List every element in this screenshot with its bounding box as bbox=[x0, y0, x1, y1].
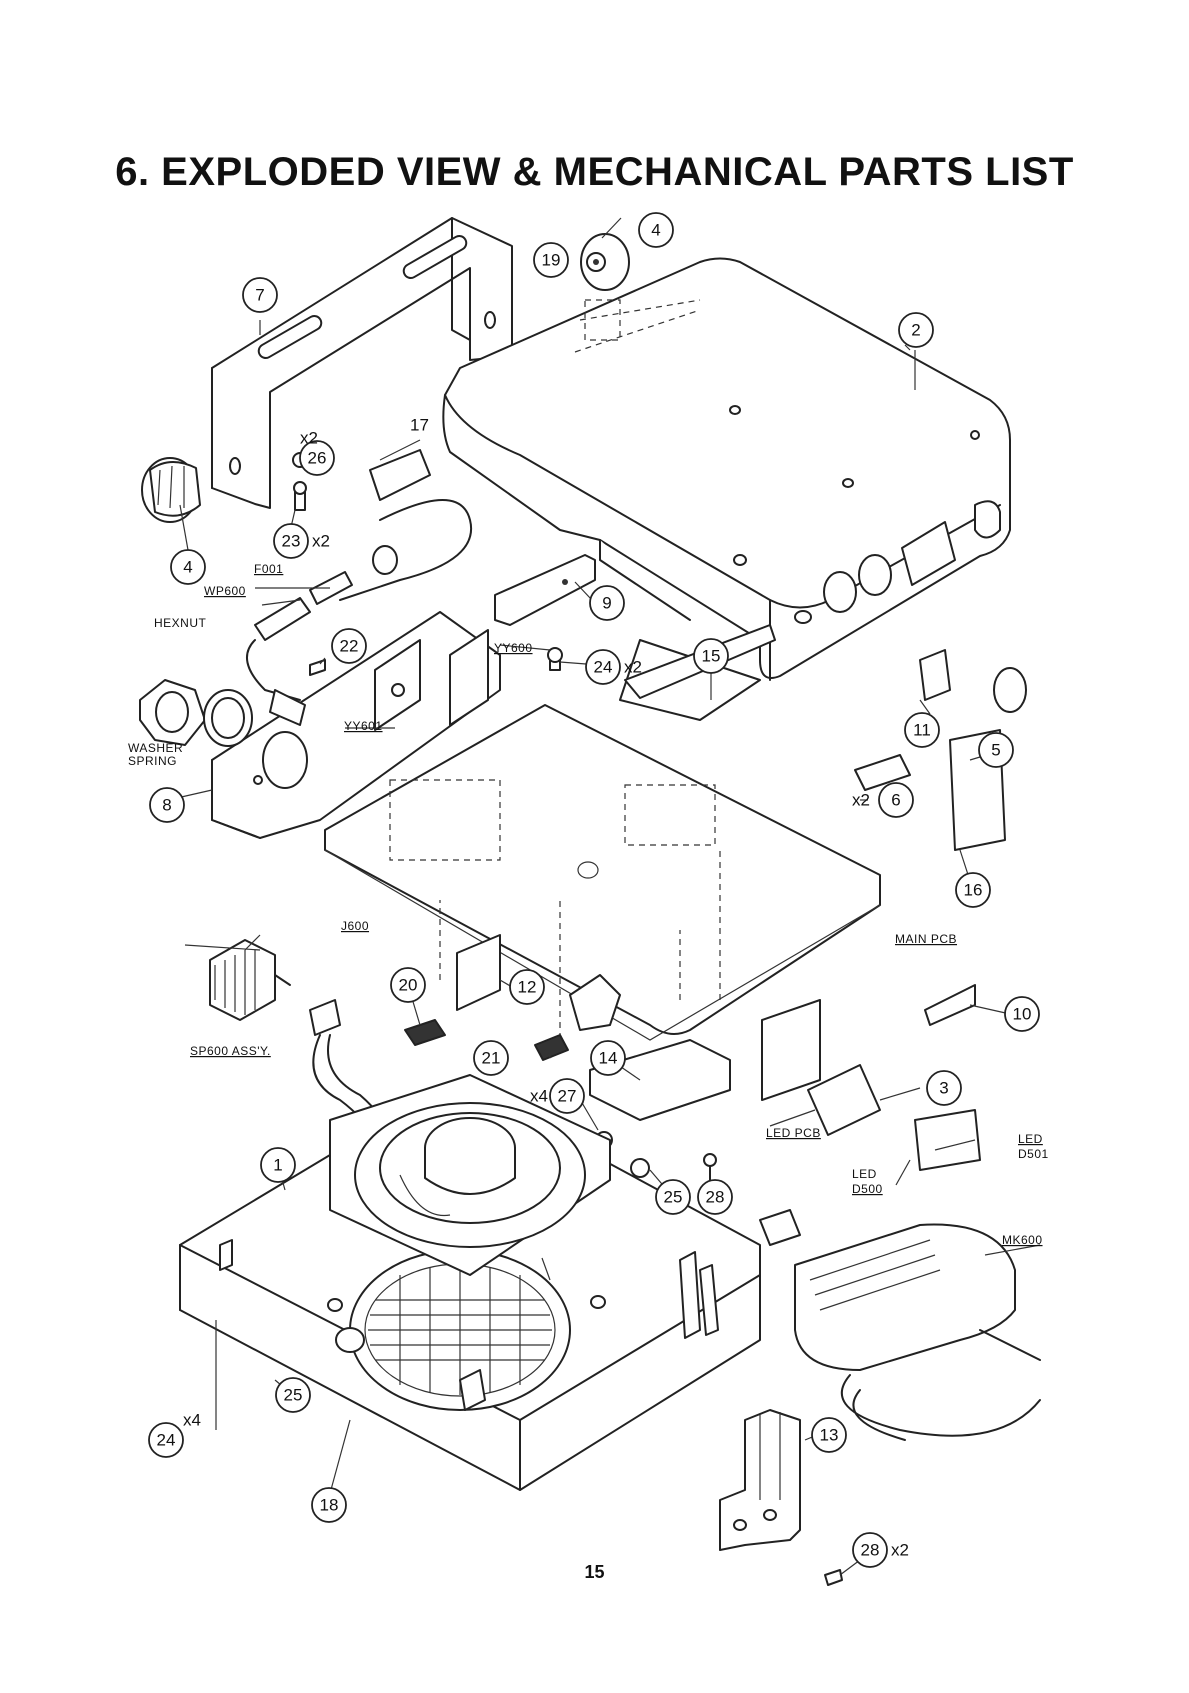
page-number: 15 bbox=[0, 1562, 1189, 1583]
callout-c9: 9 bbox=[590, 586, 624, 620]
knob-left bbox=[142, 458, 200, 522]
callout-number: 25 bbox=[284, 1386, 303, 1405]
callout-multiplier: x2 bbox=[891, 1541, 909, 1560]
callout-number: 26 bbox=[308, 449, 327, 468]
callout-number: 18 bbox=[320, 1496, 339, 1515]
callout-c6: 6 x2 bbox=[852, 783, 913, 817]
label-j600: J600 bbox=[341, 919, 369, 933]
callout-c12: 12 bbox=[510, 970, 544, 1004]
callout-number: 6 bbox=[891, 791, 900, 810]
callout-number: 15 bbox=[702, 647, 721, 666]
callout-number: 23 bbox=[282, 532, 301, 551]
callout-number: 4 bbox=[183, 558, 192, 577]
callout-number: 27 bbox=[558, 1087, 577, 1106]
label-17: 17 bbox=[410, 416, 429, 435]
callout-number: 2 bbox=[911, 321, 920, 340]
callout-number: 20 bbox=[399, 976, 418, 995]
bracket-9 bbox=[495, 555, 595, 625]
callout-c20: 20 bbox=[391, 968, 425, 1002]
callout-c21: 21 bbox=[474, 1041, 508, 1075]
callout-c25b: 25 bbox=[276, 1378, 310, 1412]
label-hexnut: HEXNUT bbox=[154, 616, 207, 630]
callout-c10: 10 bbox=[1005, 997, 1039, 1031]
callout-c28a: 28 bbox=[698, 1180, 732, 1214]
callout-number: 10 bbox=[1013, 1005, 1032, 1024]
label-led-d501-line1: LED bbox=[1018, 1132, 1043, 1146]
microphone bbox=[760, 1210, 1040, 1440]
callout-number: 24 bbox=[157, 1431, 176, 1450]
callout-number: 4 bbox=[651, 221, 660, 240]
callout-c19: 19 bbox=[534, 243, 568, 277]
callout-number: 8 bbox=[162, 796, 171, 815]
callout-c18: 18 bbox=[312, 1488, 346, 1522]
callout-c13: 13 bbox=[812, 1418, 846, 1452]
hexnut bbox=[140, 680, 205, 745]
callout-c14: 14 bbox=[591, 1041, 625, 1075]
callout-number: 24 bbox=[594, 658, 613, 677]
callout-c22: 22 bbox=[332, 629, 366, 663]
label-yy600: YY600 bbox=[494, 641, 533, 655]
callout-c4a: 4 bbox=[171, 550, 205, 584]
label-led-d500-line1: LED bbox=[852, 1167, 877, 1181]
callout-number: 11 bbox=[913, 721, 931, 740]
callout-c23: 23 x2 bbox=[274, 524, 330, 558]
label-spring: SPRING bbox=[128, 754, 177, 768]
callout-c5: 5 bbox=[979, 733, 1013, 767]
callout-multiplier: x4 bbox=[183, 1411, 201, 1430]
callout-number: 22 bbox=[340, 637, 359, 656]
callout-multiplier: x2 bbox=[624, 658, 642, 677]
callout-c8: 8 bbox=[150, 788, 184, 822]
callout-number: 9 bbox=[602, 594, 611, 613]
callout-number: 28 bbox=[706, 1188, 725, 1207]
callout-c16: 16 bbox=[956, 873, 990, 907]
callout-number: 21 bbox=[482, 1049, 501, 1068]
callout-c1: 1 bbox=[261, 1148, 295, 1182]
callout-c4b: 4 bbox=[639, 213, 673, 247]
label-led-pcb: LED PCB bbox=[766, 1126, 821, 1140]
label-washer: WASHER bbox=[128, 741, 183, 755]
callout-c11: 11 bbox=[905, 713, 939, 747]
callout-number: 1 bbox=[273, 1156, 282, 1175]
callout-number: 7 bbox=[255, 286, 264, 305]
washer-spring bbox=[204, 690, 252, 746]
callout-number: 19 bbox=[542, 251, 561, 270]
label-led-d500-line2: D500 bbox=[852, 1182, 883, 1196]
callout-c2: 2 bbox=[899, 313, 933, 347]
callout-multiplier: x4 bbox=[530, 1087, 548, 1106]
callout-number: 16 bbox=[964, 881, 983, 900]
callout-c15: 15 bbox=[694, 639, 728, 673]
callout-number: 5 bbox=[991, 741, 1000, 760]
label-wp600: WP600 bbox=[204, 584, 246, 598]
callout-number: 25 bbox=[664, 1188, 683, 1207]
callout-c7: 7 bbox=[243, 278, 277, 312]
label-f001: F001 bbox=[254, 562, 283, 576]
callout-multiplier: x2 bbox=[312, 532, 330, 551]
callout-c24b: 24 x4 bbox=[149, 1411, 201, 1458]
callout-number: 3 bbox=[939, 1079, 948, 1098]
callout-number: 14 bbox=[599, 1049, 618, 1068]
callout-number: 12 bbox=[518, 978, 537, 997]
label-mk600: MK600 bbox=[1002, 1233, 1043, 1247]
callout-c3: 3 bbox=[927, 1071, 961, 1105]
label-main-pcb: MAIN PCB bbox=[895, 932, 957, 946]
label-yy601: YY601 bbox=[344, 719, 383, 733]
callout-c25a: 25 bbox=[656, 1180, 690, 1214]
label-led-d501-line2: D501 bbox=[1018, 1147, 1049, 1161]
j600-connector bbox=[210, 940, 290, 1020]
callout-multiplier: x2 bbox=[852, 791, 870, 810]
knob-right bbox=[581, 234, 629, 290]
callout-number: 28 bbox=[861, 1541, 880, 1560]
callout-multiplier: x2 bbox=[300, 429, 318, 448]
label-sp600: SP600 ASS'Y. bbox=[190, 1044, 271, 1058]
callout-number: 13 bbox=[820, 1426, 839, 1445]
